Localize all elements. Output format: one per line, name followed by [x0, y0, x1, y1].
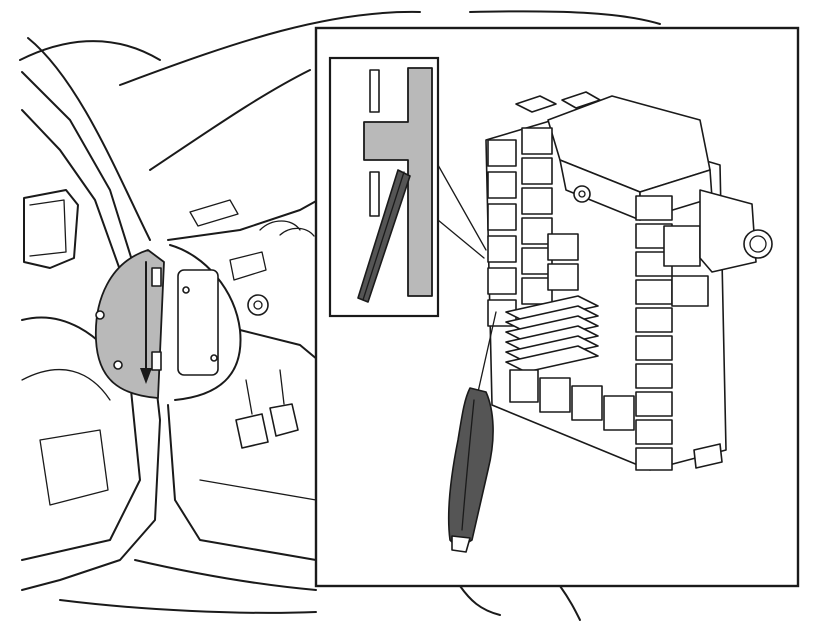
connector-block	[699, 189, 757, 273]
fuse-column-right	[635, 195, 709, 471]
fuse-block	[561, 91, 601, 109]
panel-clip	[95, 310, 105, 320]
fuse	[521, 157, 553, 185]
sill-continuation	[459, 585, 501, 616]
fuse	[521, 277, 553, 305]
fuse	[635, 335, 673, 361]
door-window-edge	[21, 109, 121, 271]
floor-line	[59, 599, 317, 614]
brake-pedal	[235, 413, 269, 449]
mounting-bolt-center	[578, 190, 586, 198]
fuse-column-left	[487, 139, 517, 327]
fuse	[539, 377, 571, 413]
screwdriver-icon	[447, 311, 497, 553]
fuse	[521, 127, 553, 155]
clip-wall	[363, 67, 433, 297]
side-mirror-glass	[29, 199, 67, 257]
fuse	[635, 447, 673, 471]
fuse	[521, 247, 553, 275]
a-pillar-outer	[27, 37, 151, 241]
screwdriver-highlight	[362, 171, 405, 301]
screwdriver-handle-highlight	[461, 399, 475, 531]
connector-socket	[743, 229, 773, 259]
fuse	[571, 385, 603, 421]
foot-tab	[693, 443, 723, 469]
light-switch-knob	[253, 300, 263, 310]
fuse	[547, 233, 579, 261]
connector-socket-inner	[749, 235, 767, 253]
door-inner-panel	[21, 316, 141, 561]
clip-slot	[369, 171, 380, 217]
roof-line	[19, 40, 161, 61]
windshield-top	[119, 10, 421, 86]
leader-line	[437, 219, 485, 259]
fastener	[182, 286, 190, 294]
panel-tab	[151, 351, 162, 371]
dashboard-top	[167, 199, 319, 241]
fuse	[635, 363, 673, 389]
door-sill-inner	[167, 404, 317, 561]
fuse	[635, 195, 673, 221]
fuse	[487, 267, 517, 295]
gauge-arc	[259, 220, 301, 231]
clutch-pedal	[269, 403, 299, 437]
fuse	[521, 187, 553, 215]
door-trim	[21, 368, 111, 401]
relay	[663, 225, 701, 267]
fuse	[547, 263, 579, 291]
leader-line	[437, 164, 487, 251]
fuse	[509, 369, 539, 403]
windshield-lower	[149, 69, 311, 171]
fuse	[521, 217, 553, 245]
light-switch	[247, 294, 269, 316]
fuse	[487, 139, 517, 167]
clip-detail-inset	[328, 56, 440, 318]
fuse-block	[515, 95, 557, 113]
roof-right	[469, 10, 661, 25]
fuse-column-second	[521, 127, 579, 305]
fuse	[635, 419, 673, 445]
fuse-layer-stack	[505, 295, 599, 373]
door-pocket	[39, 429, 109, 506]
fuse	[487, 235, 517, 263]
fuse	[603, 395, 635, 431]
sill-continuation	[559, 585, 581, 621]
screwdriver-shaft	[477, 311, 497, 393]
pedal-arm	[245, 379, 253, 415]
dash-vent	[189, 199, 239, 227]
steering-column	[239, 329, 319, 361]
panel-clip	[113, 360, 123, 370]
screwdriver-handle	[447, 387, 494, 549]
floor-carpet-edge	[199, 479, 317, 501]
side-mirror	[23, 189, 79, 269]
fuse	[487, 203, 517, 231]
pedal-arm	[279, 369, 285, 405]
mounting-bolt	[573, 185, 591, 203]
fuse-row-bottom	[509, 369, 635, 431]
fuse	[635, 391, 673, 417]
gauge-arc	[279, 227, 315, 237]
arrow-down-icon	[140, 261, 152, 384]
center-vent	[229, 251, 267, 281]
fuse-access-opening	[177, 269, 219, 376]
panel-tab	[151, 267, 162, 287]
fastener	[210, 354, 218, 362]
clip-slot	[369, 69, 380, 113]
car-door-scene	[19, 10, 661, 614]
fuse	[487, 171, 517, 199]
fuse-box	[485, 91, 773, 471]
screwdriver-end-cap	[451, 535, 471, 553]
relay	[671, 275, 709, 307]
fuse	[635, 307, 673, 333]
door-sill-outer	[134, 559, 317, 591]
fuse	[635, 279, 673, 305]
